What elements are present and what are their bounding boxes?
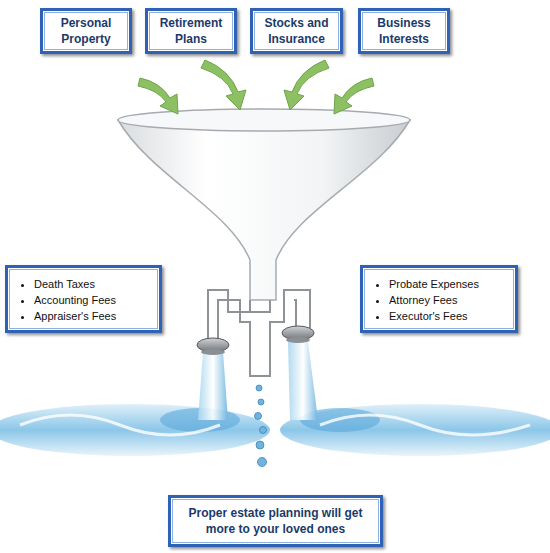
cost-box: Death TaxesAccounting FeesAppraiser's Fe… [5, 265, 162, 333]
water-pool [0, 404, 550, 456]
box-label: Stocks and Insurance [253, 15, 340, 47]
box-label: Business Interests [361, 15, 447, 47]
cost-item: Executor's Fees [389, 308, 515, 324]
box-label: Personal Property [43, 15, 129, 47]
asset-box: Stocks and Insurance [250, 8, 343, 54]
asset-box: Retirement Plans [145, 8, 237, 54]
message-box: Proper estate planning will get more to … [168, 495, 383, 547]
glass-funnel [118, 109, 410, 376]
faucet-cap [197, 326, 314, 355]
cost-list: Death TaxesAccounting FeesAppraiser's Fe… [8, 268, 159, 324]
water-drops [255, 385, 267, 467]
box-label: Proper estate planning will get more to … [171, 505, 380, 537]
cost-item: Probate Expenses [389, 276, 515, 292]
cost-list: Probate ExpensesAttorney FeesExecutor's … [363, 268, 515, 324]
cost-item: Death Taxes [34, 276, 159, 292]
cost-item: Appraiser's Fees [34, 308, 159, 324]
cost-item: Accounting Fees [34, 292, 159, 308]
water-stream [198, 342, 318, 420]
cost-item: Attorney Fees [389, 292, 515, 308]
asset-box: Business Interests [358, 8, 450, 54]
cost-box: Probate ExpensesAttorney FeesExecutor's … [360, 265, 518, 333]
green-arrow [138, 60, 374, 114]
asset-box: Personal Property [40, 8, 132, 54]
box-label: Retirement Plans [148, 15, 234, 47]
